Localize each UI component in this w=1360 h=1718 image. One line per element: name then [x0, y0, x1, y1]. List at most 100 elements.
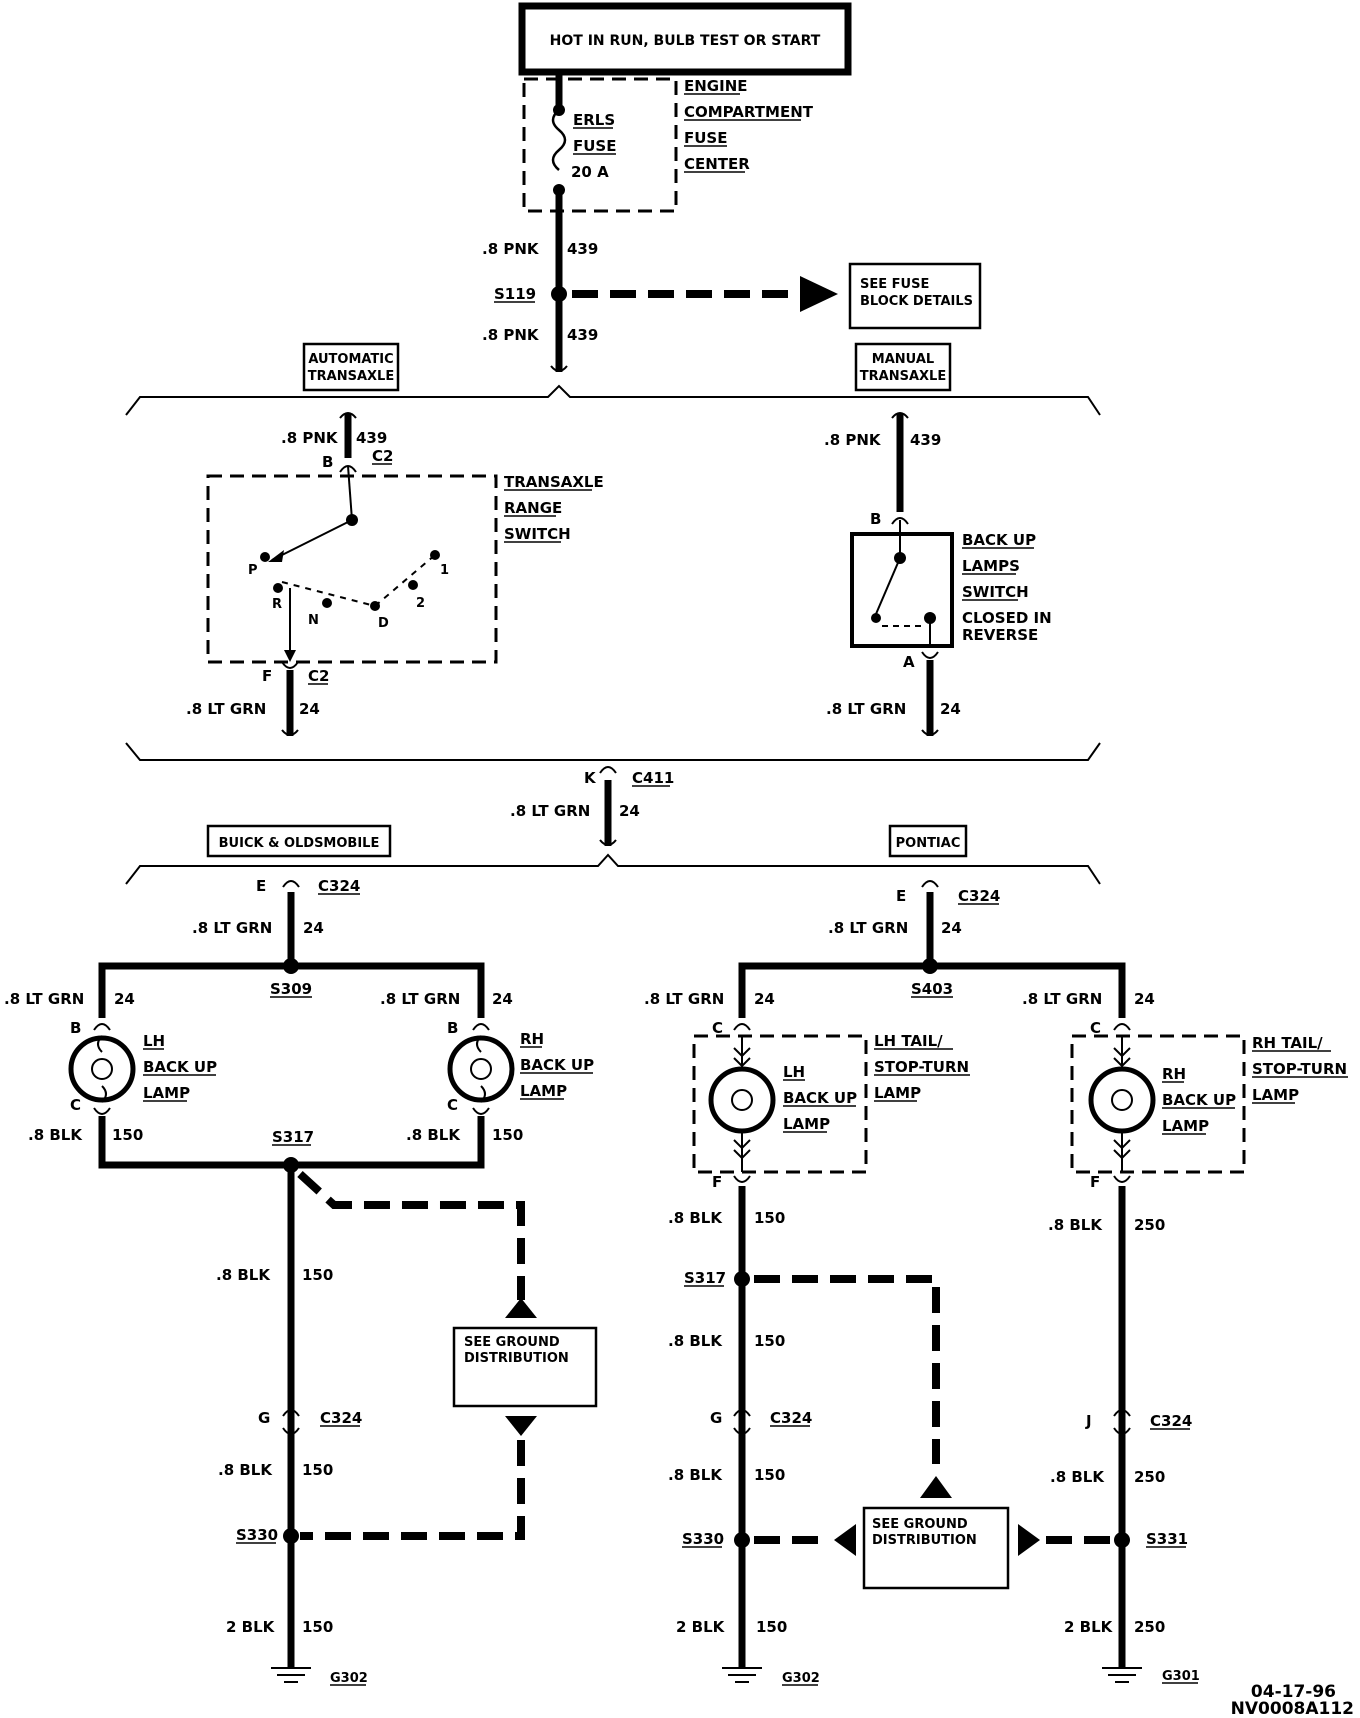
buick-rh-pin-b: B: [447, 1019, 458, 1037]
splice-s119-label: S119: [494, 285, 536, 303]
splice-s330-buick: [283, 1528, 299, 1544]
pontiac-rh-lamp-line1: RH: [1162, 1065, 1186, 1083]
pontiac-wire-24-label: .8 LT GRN: [828, 919, 908, 937]
pontiac-r-blk1-label: .8 BLK: [1048, 1216, 1103, 1234]
splice-s331: [1114, 1532, 1130, 1548]
power-source-box: [518, 2, 852, 76]
splice-s317-buick-label: S317: [272, 1128, 314, 1146]
c411-pin-k: K: [584, 769, 597, 787]
pontiac-tag: [888, 824, 968, 858]
manual-wire-24-label: .8 LT GRN: [826, 700, 906, 718]
buick-blk-r-circuit: 150: [492, 1126, 523, 1144]
buick-ground-g302: G302: [330, 1671, 368, 1686]
auto-transaxle-tag-line1: AUTOMATIC: [308, 352, 393, 367]
pontiac-rh-lamp-line3: LAMP: [1162, 1117, 1209, 1135]
auto-wire-439-label: .8 PNK: [281, 429, 339, 447]
auto-wire-24-circuit: 24: [299, 700, 320, 718]
buick-ground-icon: [271, 1667, 311, 1683]
manual-wire-439-circuit: 439: [910, 431, 941, 449]
pontiac-wire-r-circuit: 24: [1134, 990, 1155, 1008]
buick-wire-down1-circuit: 150: [302, 1266, 333, 1284]
splice-s119: [551, 286, 567, 302]
pontiac-r-pin-j: J: [1085, 1412, 1092, 1430]
switch-name-line1: TRANSAXLE: [504, 473, 604, 491]
splice-s309-label: S309: [270, 980, 312, 998]
lh-lamp-line1: LH: [143, 1032, 165, 1050]
buick-wire-down2-circuit: 150: [302, 1461, 333, 1479]
power-source-label: HOT IN RUN, BULB TEST OR START: [550, 33, 821, 49]
pontiac-ground-arrow-up: [920, 1476, 952, 1498]
auto-pin-b: B: [322, 453, 333, 471]
rh-tail-assy-line2: STOP-TURN: [1252, 1060, 1347, 1078]
fuse-center-line1: ENGINE: [684, 77, 748, 95]
pontiac-conn-c324: C324: [958, 887, 1000, 905]
pontiac-rh-pin-c: C: [1090, 1019, 1101, 1037]
buick-conn-c324-g: C324: [320, 1409, 362, 1427]
pontiac-r-blk3-label: 2 BLK: [1064, 1618, 1114, 1636]
fuse-block-ref-line2: BLOCK DETAILS: [860, 294, 973, 309]
splice-s331-label: S331: [1146, 1530, 1188, 1548]
buick-blk-r-label: .8 BLK: [406, 1126, 461, 1144]
fuse-block-ref-box[interactable]: [848, 262, 982, 330]
buick-olds-tag: [206, 824, 392, 858]
range-pos-n: N: [308, 613, 319, 628]
splice-s317-pontiac: [734, 1271, 750, 1287]
range-pos-p: P: [248, 563, 258, 578]
transaxle-range-switch-outline: [206, 474, 498, 664]
splice-s330-pontiac-label: S330: [682, 1530, 724, 1548]
lh-lamp-line3: LAMP: [143, 1084, 190, 1102]
buick-wire-24-label: .8 LT GRN: [192, 919, 272, 937]
pontiac-l-ground-g302: G302: [782, 1671, 820, 1686]
transaxle-bracket-top: [125, 384, 1101, 416]
buick-ground-arrow-up: [505, 1298, 537, 1318]
wire-439-label-b: .8 PNK: [482, 326, 540, 344]
pontiac-ground-ref-box[interactable]: [862, 1506, 1010, 1590]
pontiac-pin-e: E: [896, 887, 906, 905]
buick-olds-tag-label: BUICK & OLDSMOBILE: [219, 836, 380, 851]
pontiac-l-blk3-label: .8 BLK: [668, 1466, 723, 1484]
manual-wire-24-circuit: 24: [940, 700, 961, 718]
pontiac-wire-24-circuit: 24: [941, 919, 962, 937]
range-pos-d: D: [378, 616, 389, 631]
splice-s403-label: S403: [911, 980, 953, 998]
pontiac-tag-label: PONTIAC: [896, 836, 961, 851]
pontiac-ground-ref-line1: SEE GROUND: [872, 1517, 968, 1532]
wire-439-circuit-b: 439: [567, 326, 598, 344]
rh-lamp-line3: LAMP: [520, 1082, 567, 1100]
pontiac-lh-pin-c: C: [712, 1019, 723, 1037]
c411-conn: C411: [632, 769, 674, 787]
range-pos-1: 1: [440, 563, 449, 578]
wire-439-label-a: .8 PNK: [482, 240, 540, 258]
manual-transaxle-tag-line2: TRANSAXLE: [860, 369, 946, 384]
buick-lh-pin-c: C: [70, 1096, 81, 1114]
buick-wire-down3-circuit: 150: [302, 1618, 333, 1636]
buick-conn-c324: C324: [318, 877, 360, 895]
buick-ground-ref-box[interactable]: [452, 1326, 598, 1408]
c411-wire-label: .8 LT GRN: [510, 802, 590, 820]
rh-tail-assy-line1: RH TAIL/: [1252, 1034, 1323, 1052]
backup-switch-line1: BACK UP: [962, 531, 1036, 549]
fuse-name-line1: ERLS: [573, 111, 615, 129]
auto-wire-24-label: .8 LT GRN: [186, 700, 266, 718]
pontiac-r-conn-c324: C324: [1150, 1412, 1192, 1430]
rh-lamp-line1: RH: [520, 1030, 544, 1048]
buick-wire-down2-label: .8 BLK: [218, 1461, 273, 1479]
auto-transaxle-tag: [302, 342, 400, 392]
range-contact-2: [408, 580, 418, 590]
rh-tail-assy-line3: LAMP: [1252, 1086, 1299, 1104]
pontiac-l-circ1: 150: [754, 1209, 785, 1227]
range-contact-n: [322, 598, 332, 608]
manual-transaxle-tag-line1: MANUAL: [872, 352, 934, 367]
buick-wire-24-circuit: 24: [303, 919, 324, 937]
pontiac-wire-l-circuit: 24: [754, 990, 775, 1008]
fuse-center-line3: FUSE: [684, 129, 727, 147]
wire-439-circuit-a: 439: [567, 240, 598, 258]
pontiac-r-circ3: 250: [1134, 1618, 1165, 1636]
pontiac-r-circ1: 250: [1134, 1216, 1165, 1234]
buick-ground-ref-line1: SEE GROUND: [464, 1335, 560, 1350]
pontiac-ground-ref-line2: DISTRIBUTION: [872, 1533, 977, 1548]
manual-pin-b: B: [870, 510, 881, 528]
pontiac-ground-arrow-left: [834, 1524, 856, 1556]
vehicle-bracket-top: [125, 853, 1101, 885]
auto-pin-f: F: [262, 667, 272, 685]
